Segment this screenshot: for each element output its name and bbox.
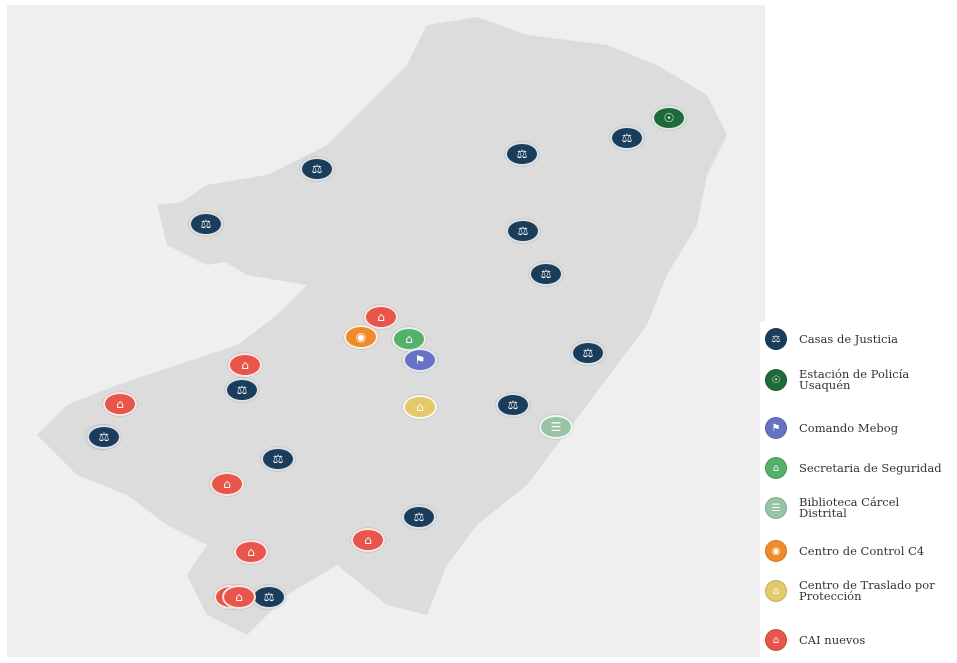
legend-item-biblioteca[interactable]: ☰ Biblioteca Cárcel Distrital — [765, 495, 949, 520]
map-marker-casas[interactable]: ⚖ — [261, 447, 295, 471]
map-marker-cai[interactable]: ⌂ — [103, 392, 137, 416]
transfer-center-icon: ⌂ — [765, 580, 787, 602]
scales-icon: ⚖ — [98, 430, 110, 444]
map-marker-traslado[interactable]: ⌂ — [403, 395, 437, 419]
map-legend: ⚖ Casas de Justicia ☉ Estación de Policía U… — [760, 322, 957, 663]
cai-icon: ⌂ — [364, 533, 372, 547]
cai-icon: ⌂ — [765, 629, 787, 651]
city-map[interactable]: ⚖⚖⚖⚖⚖⚖⚖⚖⚖⚖⚖⚖⚖⚖☉⌂⌂⌂⌂⌂⌂⌂⌂◉⌂⚑⌂☰ — [7, 5, 765, 657]
map-marker-cai[interactable]: ⌂ — [222, 585, 256, 609]
legend-item-traslado[interactable]: ⌂ Centro de Traslado por Protección — [765, 578, 949, 603]
map-marker-cai[interactable]: ⌂ — [210, 472, 244, 496]
police-station-icon: ☉ — [663, 111, 675, 125]
control-center-icon: ◉ — [355, 330, 367, 344]
legend-item-mebog[interactable]: ⚑ Comando Mebog — [765, 417, 949, 439]
map-land — [37, 17, 727, 635]
scales-icon: ⚖ — [507, 398, 519, 412]
legend-item-secretaria[interactable]: ⌂ Secretaria de Seguridad — [765, 457, 949, 479]
scales-icon: ⚖ — [621, 131, 633, 145]
control-center-icon: ◉ — [765, 540, 787, 562]
legend-item-estacion[interactable]: ☉ Estación de Policía Usaquén — [765, 367, 949, 392]
map-marker-casas[interactable]: ⚖ — [505, 142, 539, 166]
legend-label: Biblioteca Cárcel Distrital — [799, 495, 900, 520]
security-office-icon: ⌂ — [765, 457, 787, 479]
map-marker-casas[interactable]: ⚖ — [87, 425, 121, 449]
cai-icon: ⌂ — [377, 310, 385, 324]
map-marker-casas[interactable]: ⚖ — [571, 341, 605, 365]
scales-icon: ⚖ — [540, 267, 552, 281]
legend-label: Estación de Policía Usaquén — [799, 367, 910, 392]
legend-label: Secretaria de Seguridad — [799, 460, 942, 475]
scales-icon: ⚖ — [582, 346, 594, 360]
map-marker-biblioteca[interactable]: ☰ — [539, 415, 573, 439]
map-marker-casas[interactable]: ⚖ — [252, 585, 286, 609]
legend-label: Centro de Traslado por Protección — [799, 578, 935, 603]
command-icon: ⚑ — [765, 417, 787, 439]
legend-item-c4[interactable]: ◉ Centro de Control C4 — [765, 540, 949, 562]
scales-icon: ⚖ — [517, 224, 529, 238]
cai-icon: ⌂ — [223, 477, 231, 491]
map-marker-casas[interactable]: ⚖ — [496, 393, 530, 417]
scales-icon: ⚖ — [413, 510, 425, 524]
cai-icon: ⌂ — [241, 358, 249, 372]
security-office-icon: ⌂ — [405, 332, 413, 346]
scales-icon: ⚖ — [272, 452, 284, 466]
map-marker-casas[interactable]: ⚖ — [506, 219, 540, 243]
cai-icon: ⌂ — [247, 545, 255, 559]
scales-icon: ⚖ — [236, 383, 248, 397]
map-marker-mebog[interactable]: ⚑ — [403, 348, 437, 372]
legend-label: Comando Mebog — [799, 420, 899, 435]
library-icon: ☰ — [550, 420, 562, 434]
scales-icon: ⚖ — [311, 162, 323, 176]
map-marker-casas[interactable]: ⚖ — [529, 262, 563, 286]
map-marker-cai[interactable]: ⌂ — [228, 353, 262, 377]
map-marker-casas[interactable]: ⚖ — [402, 505, 436, 529]
legend-label: Centro de Control C4 — [799, 543, 925, 558]
map-marker-estacion[interactable]: ☉ — [652, 106, 686, 130]
scales-icon: ⚖ — [263, 590, 275, 604]
police-station-icon: ☉ — [765, 369, 787, 391]
map-marker-cai[interactable]: ⌂ — [351, 528, 385, 552]
scales-icon: ⚖ — [200, 217, 212, 231]
command-icon: ⚑ — [414, 353, 426, 367]
map-marker-casas[interactable]: ⚖ — [610, 126, 644, 150]
legend-label: CAI nuevos — [799, 632, 866, 647]
scales-icon: ⚖ — [765, 328, 787, 350]
transfer-center-icon: ⌂ — [416, 400, 424, 414]
legend-item-casas[interactable]: ⚖ Casas de Justicia — [765, 328, 949, 350]
map-marker-secretaria[interactable]: ⌂ — [392, 327, 426, 351]
map-marker-casas[interactable]: ⚖ — [300, 157, 334, 181]
scales-icon: ⚖ — [516, 147, 528, 161]
library-icon: ☰ — [765, 497, 787, 519]
map-marker-c4[interactable]: ◉ — [344, 325, 378, 349]
land-west-peninsula — [157, 195, 287, 265]
map-marker-cai[interactable]: ⌂ — [364, 305, 398, 329]
map-marker-casas[interactable]: ⚖ — [189, 212, 223, 236]
map-marker-casas[interactable]: ⚖ — [225, 378, 259, 402]
legend-item-cai[interactable]: ⌂ CAI nuevos — [765, 629, 949, 651]
cai-icon: ⌂ — [235, 590, 243, 604]
map-marker-cai[interactable]: ⌂ — [234, 540, 268, 564]
legend-label: Casas de Justicia — [799, 331, 898, 346]
cai-icon: ⌂ — [116, 397, 124, 411]
